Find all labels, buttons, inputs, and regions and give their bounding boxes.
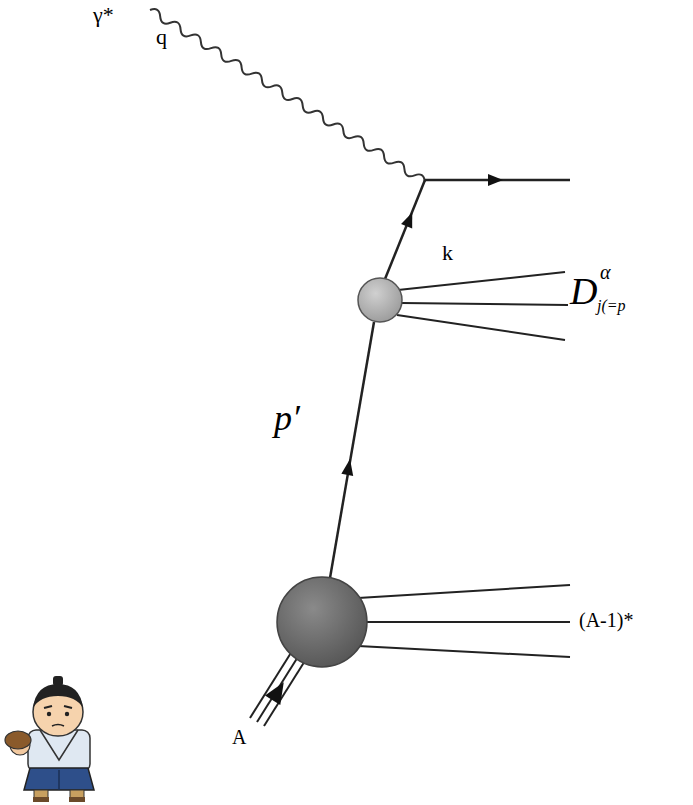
fragment-line [358,585,570,598]
small-blob [358,278,402,322]
subscript-label: j(=p [597,298,626,314]
fragment-line [358,646,570,657]
distribution-symbol: D [570,272,597,310]
fragment-line [366,621,570,623]
arrowhead [401,210,418,228]
momentum-label: p′ [274,400,300,436]
fragment-line [402,303,568,305]
arrowhead [488,174,503,186]
nucleon-line [330,322,374,578]
big-blob [277,577,367,667]
superscript-label: α [600,262,611,282]
cartoon-figure [5,676,94,802]
nucleus-line [257,652,301,722]
momentum-label: q [156,26,167,48]
photon-line [148,7,427,185]
nucleus-line [250,648,294,718]
particle-label: γ* [93,4,114,26]
fragment-line [397,315,565,340]
fragment-line [398,272,565,290]
quark-line [385,180,425,279]
particle-label: A [232,727,246,747]
momentum-label: k [442,242,453,264]
arrowhead [341,458,356,476]
arrowhead [265,678,291,705]
nucleus-line [264,656,308,726]
particle-label: (A-1)* [579,610,633,630]
